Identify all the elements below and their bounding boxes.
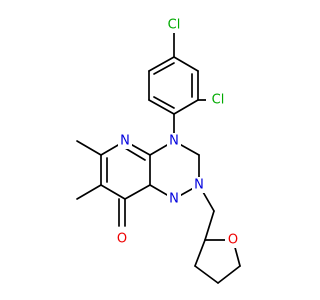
atom-label-n: N xyxy=(169,192,179,207)
bond xyxy=(153,96,175,109)
bond xyxy=(148,99,175,115)
atom-label-o: O xyxy=(228,233,238,248)
bond xyxy=(194,239,206,267)
bond xyxy=(124,184,151,200)
atom-label-n: N xyxy=(169,134,179,149)
atom-label-o: O xyxy=(117,232,127,247)
bond xyxy=(76,140,102,156)
bond xyxy=(217,265,241,284)
bond xyxy=(204,210,215,241)
bond xyxy=(173,99,199,115)
bond xyxy=(124,147,146,161)
bond-layer xyxy=(76,31,241,284)
atom-label-cl: Cl xyxy=(168,18,181,33)
bond xyxy=(100,184,126,200)
atom-label-cl: Cl xyxy=(212,93,225,108)
atom-label-n: N xyxy=(120,134,130,149)
bond xyxy=(153,62,175,75)
bond xyxy=(76,184,102,200)
bond xyxy=(148,56,175,72)
molecule-structure-diagram: Cl Cl N N N N O O xyxy=(76,17,241,284)
bond xyxy=(173,56,199,72)
atom-label-layer: Cl Cl N N N N O O xyxy=(114,17,241,248)
atom-label-n: N xyxy=(194,178,204,193)
bond xyxy=(194,265,219,284)
